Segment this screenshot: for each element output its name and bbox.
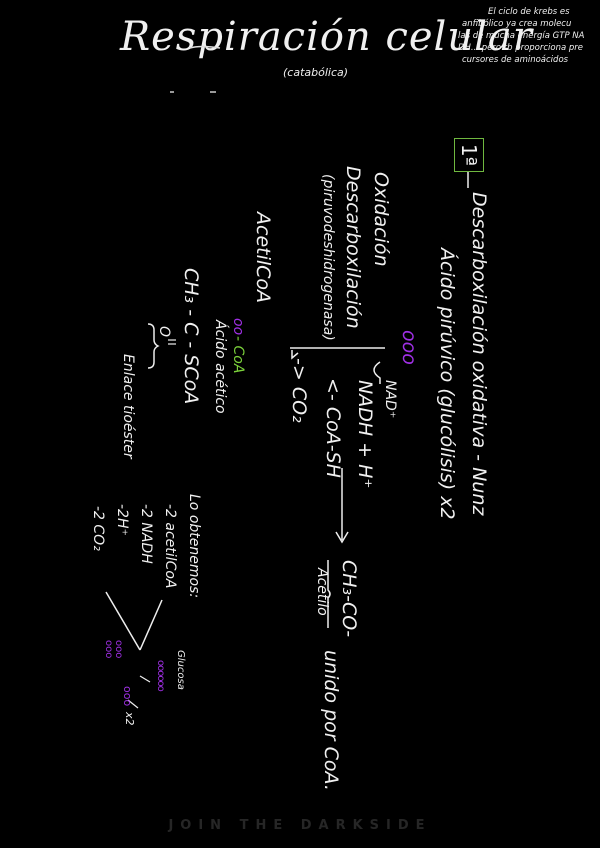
glucose-label: Glucosa bbox=[175, 650, 186, 690]
decarboxylation-label: Descarboxilación bbox=[342, 166, 364, 329]
nad-label: NAD⁺ bbox=[382, 380, 398, 418]
main-heading: Descarboxilación oxidativa - Nunz bbox=[468, 192, 490, 515]
step-number-box: 1ª bbox=[454, 138, 484, 172]
pyruvate-dots-1: ooo bbox=[113, 640, 124, 658]
coa-symbol: - CoA bbox=[230, 336, 246, 373]
product-formula: CH₃-CO- bbox=[338, 560, 360, 637]
obtain-item-1: -2 acetilCoA bbox=[162, 504, 178, 589]
note-line-4: DH... pero tb proporciona pre bbox=[458, 42, 583, 54]
substrate-label: Ácido pirúvico (glucólisis) x2 bbox=[436, 248, 458, 520]
note-line-2: anfibólico ya crea molecu bbox=[462, 18, 571, 30]
pyruvate-dots-2: ooo bbox=[103, 640, 114, 658]
acetyl-symbol: oo bbox=[230, 318, 246, 335]
step-number: 1ª bbox=[453, 141, 485, 169]
oxidation-label: Oxidación bbox=[370, 172, 392, 267]
coash-label: <- CoA-SH bbox=[322, 378, 344, 478]
obtain-item-2: -2 NADH bbox=[138, 504, 154, 564]
footer-watermark: JOIN THE DARKSIDE bbox=[0, 818, 600, 833]
times-two-label: x2 bbox=[123, 712, 136, 726]
obtain-heading: Lo obtenemos: bbox=[186, 494, 202, 598]
acetylcoa-title: AcetilCoA bbox=[252, 212, 274, 303]
acetylcoa-formula: CH₃ - C - SCoA bbox=[180, 268, 202, 404]
oxygen-label: O bbox=[156, 326, 172, 337]
obtain-item-3: -2H⁺ bbox=[114, 504, 130, 536]
thioester-label: Enlace tioéster bbox=[120, 354, 136, 459]
note-line-5: cursores de aminoácidos bbox=[462, 54, 568, 66]
enzyme-label: (piruvodeshidrogenasa) bbox=[320, 174, 336, 341]
acetyl-label: Acetilo bbox=[314, 568, 330, 616]
note-line-3: las de mucha energía GTP NA bbox=[458, 30, 584, 42]
co2-label: -> CO₂ bbox=[288, 358, 310, 423]
bound-label: unido por CoA. bbox=[320, 650, 342, 791]
obtain-item-4: -2 CO₂ bbox=[90, 506, 106, 551]
acetic-acid-label: Ácido acético bbox=[212, 320, 228, 414]
note-line-1: El ciclo de krebs es bbox=[488, 6, 570, 18]
pyruvate-dots-3: ooo bbox=[121, 686, 134, 706]
pyruvate-symbol: ooo bbox=[398, 330, 420, 365]
nadh-label: NADH + H⁺ bbox=[354, 380, 376, 488]
glucose-dots: oooooo bbox=[155, 660, 166, 691]
